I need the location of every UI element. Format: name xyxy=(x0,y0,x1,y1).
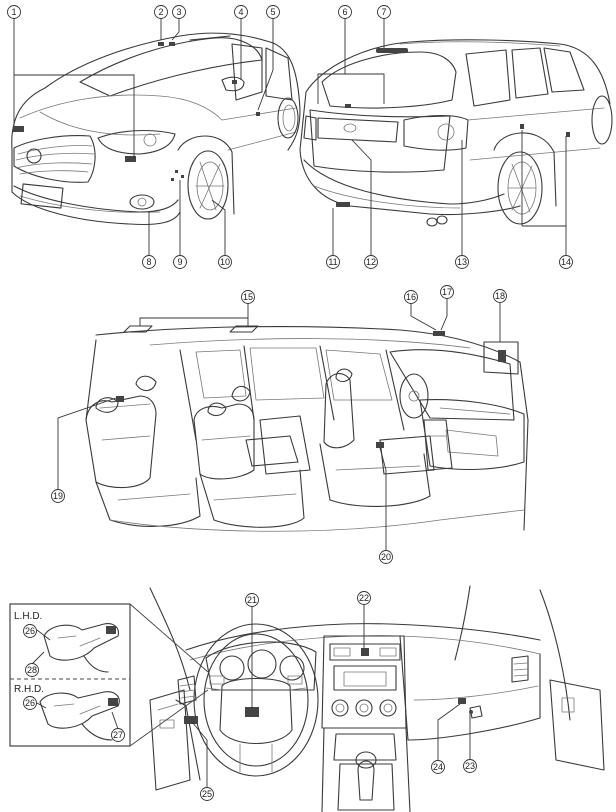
callout-24: 24 xyxy=(431,760,445,774)
callout-23: 23 xyxy=(463,759,477,773)
callout-2: 2 xyxy=(154,5,168,19)
svg-text:13: 13 xyxy=(457,257,467,267)
svg-text:18: 18 xyxy=(495,291,505,301)
svg-text:3: 3 xyxy=(176,7,181,17)
callout-19: 19 xyxy=(51,489,65,503)
svg-text:9: 9 xyxy=(177,257,182,267)
svg-text:19: 19 xyxy=(53,491,63,501)
svg-text:4: 4 xyxy=(238,7,243,17)
callout-7: 7 xyxy=(377,5,391,19)
svg-text:12: 12 xyxy=(366,257,376,267)
svg-text:7: 7 xyxy=(381,7,386,17)
svg-text:6: 6 xyxy=(342,7,347,17)
callout-18: 18 xyxy=(493,289,507,303)
cabin-interior-view xyxy=(57,297,529,550)
car-front-view xyxy=(11,18,301,255)
svg-text:14: 14 xyxy=(561,257,571,267)
svg-text:11: 11 xyxy=(328,257,337,267)
callout-27: 27 xyxy=(111,728,125,742)
svg-text:16: 16 xyxy=(406,292,416,302)
callout-21: 21 xyxy=(245,593,259,607)
callout-10: 10 xyxy=(218,255,232,269)
svg-text:21: 21 xyxy=(247,595,257,605)
svg-text:27: 27 xyxy=(113,730,123,740)
svg-text:22: 22 xyxy=(359,593,369,603)
svg-text:20: 20 xyxy=(381,552,391,562)
svg-text:25: 25 xyxy=(202,789,212,799)
svg-text:5: 5 xyxy=(270,7,275,17)
callout-15: 15 xyxy=(241,290,255,304)
svg-text:17: 17 xyxy=(442,287,452,297)
car-rear-view xyxy=(299,18,613,255)
callout-22: 22 xyxy=(357,591,371,605)
callout-1: 1 xyxy=(7,5,21,19)
dashboard-view xyxy=(149,585,605,812)
lhd-label: L.H.D. xyxy=(14,611,42,622)
svg-text:1: 1 xyxy=(11,7,16,17)
svg-text:2: 2 xyxy=(158,7,163,17)
callout-26-lhd: 26 xyxy=(23,624,37,638)
svg-text:28: 28 xyxy=(27,665,37,675)
callout-8: 8 xyxy=(142,255,156,269)
svg-text:15: 15 xyxy=(243,292,253,302)
callout-28: 28 xyxy=(25,663,39,677)
callout-4: 4 xyxy=(234,5,248,19)
callout-9: 9 xyxy=(173,255,187,269)
stalk-switch-inset xyxy=(9,603,209,747)
callout-5: 5 xyxy=(266,5,280,19)
callout-25: 25 xyxy=(200,787,214,801)
svg-text:24: 24 xyxy=(433,762,443,772)
svg-text:26: 26 xyxy=(25,698,35,708)
callout-13: 13 xyxy=(455,255,469,269)
callout-11: 11 xyxy=(326,255,340,269)
svg-text:26: 26 xyxy=(25,626,35,636)
svg-text:23: 23 xyxy=(465,761,475,771)
rhd-label: R.H.D. xyxy=(14,684,44,695)
callout-17: 17 xyxy=(440,285,454,299)
callout-20: 20 xyxy=(379,550,393,564)
callout-12: 12 xyxy=(364,255,378,269)
svg-text:10: 10 xyxy=(220,257,230,267)
callout-16: 16 xyxy=(404,290,418,304)
callout-6: 6 xyxy=(338,5,352,19)
callout-14: 14 xyxy=(559,255,573,269)
callout-3: 3 xyxy=(172,5,186,19)
callout-26-rhd: 26 xyxy=(23,696,37,710)
svg-text:8: 8 xyxy=(146,257,151,267)
